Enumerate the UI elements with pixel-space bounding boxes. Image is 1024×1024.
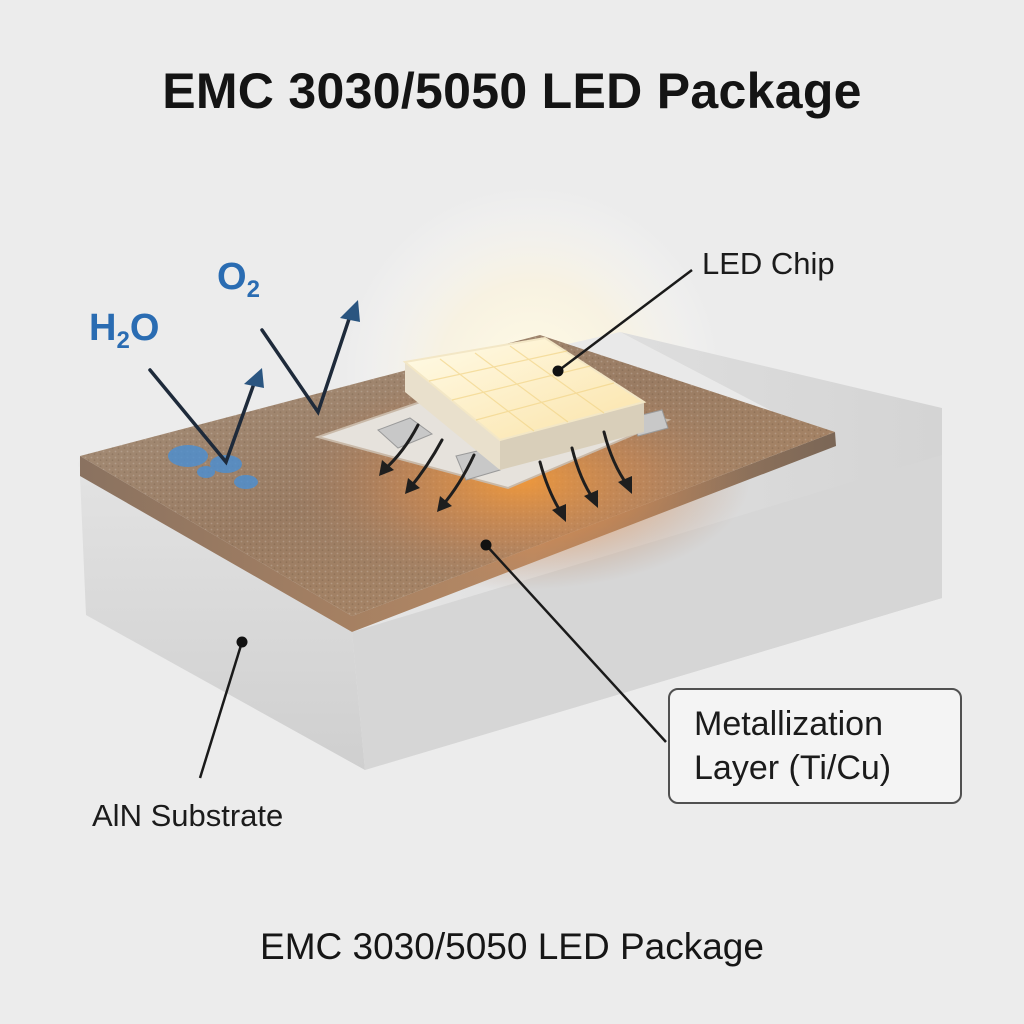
page-caption: EMC 3030/5050 LED Package (260, 926, 764, 967)
leader-lines (198, 269, 693, 779)
substrate-side-face (352, 455, 942, 770)
water-droplets (168, 445, 258, 489)
molecule-arrowheads (244, 300, 360, 388)
metallization-label-box: Metallization Layer (Ti/Cu) (668, 688, 962, 804)
metallization-label-line2: Layer (Ti/Cu) (694, 749, 892, 787)
substrate-label: AlN Substrate (92, 798, 284, 833)
substrate-front-face (80, 476, 365, 770)
chip-grid (428, 345, 615, 432)
page-title: EMC 3030/5050 LED Package (162, 63, 862, 119)
metallization-edge (80, 432, 836, 632)
water-molecule-label: H2O (89, 307, 160, 354)
chip-side-left (405, 362, 500, 470)
chip-side-front (500, 402, 644, 470)
molecule-arrows (148, 308, 354, 466)
oxygen-molecule-label: O2 (217, 256, 260, 303)
leader-dots (236, 365, 564, 648)
metallization-label-line1: Metallization (694, 705, 883, 743)
heat-flow-arrowheads (379, 460, 632, 522)
led-chip-label: LED Chip (702, 246, 835, 281)
